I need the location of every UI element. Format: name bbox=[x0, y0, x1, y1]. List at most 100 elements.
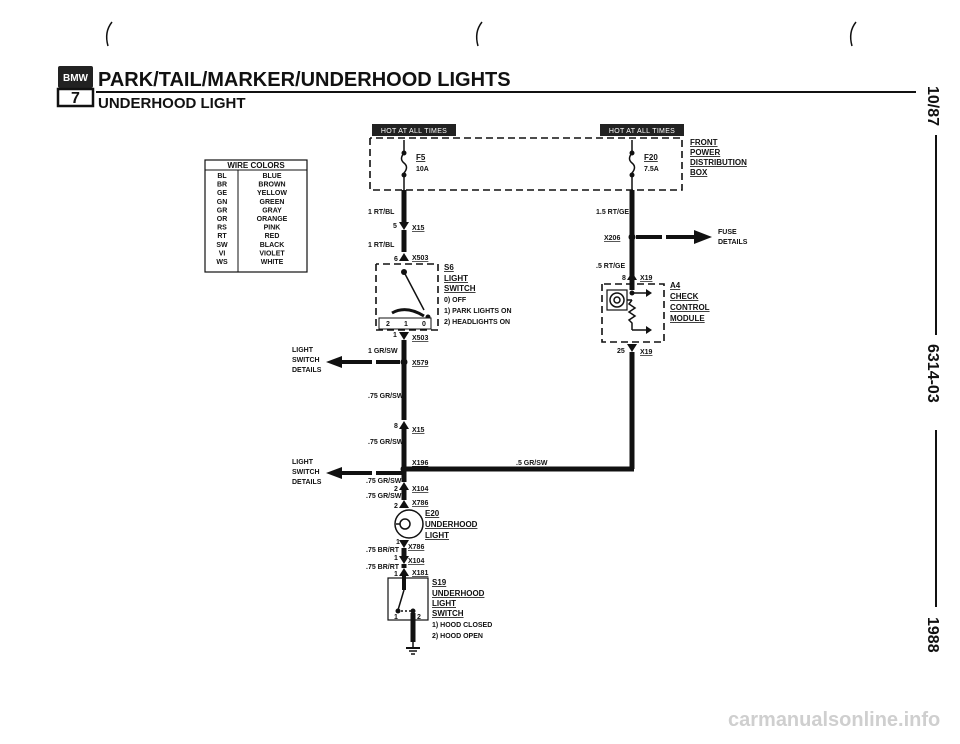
connector-x15-b bbox=[399, 421, 409, 429]
svg-text:2: 2 bbox=[394, 503, 398, 510]
connector-x19-b-label: X19 bbox=[640, 349, 653, 356]
hot-at-all-times-1: HOT AT ALL TIMES bbox=[372, 124, 456, 136]
fuse-f5-rating: 10A bbox=[416, 166, 429, 173]
bmw-logo-text: BMW bbox=[63, 73, 89, 84]
legend-code: VI bbox=[219, 250, 226, 257]
svg-text:1: 1 bbox=[396, 539, 400, 546]
wire-grsw-2: .75 GR/SW bbox=[368, 393, 404, 400]
wire-brrt-1: .75 BR/RT bbox=[366, 547, 400, 554]
arrow-right-icon bbox=[694, 230, 712, 244]
connector-x104-a bbox=[399, 482, 409, 490]
side-margin: 10/87 6314-03 1988 bbox=[924, 86, 941, 653]
details-2-line-1: LIGHT bbox=[292, 459, 314, 466]
module-a4-name-2: CONTROL bbox=[670, 303, 710, 312]
lamp-e20-name-1: UNDERHOOD bbox=[425, 520, 478, 529]
legend-code: OR bbox=[217, 216, 228, 223]
connector-x19-b bbox=[627, 344, 637, 352]
svg-text:1: 1 bbox=[393, 332, 397, 339]
lamp-e20-id: E20 bbox=[425, 509, 440, 518]
connector-x104-b-label: X104 bbox=[408, 558, 424, 565]
hot-at-all-times-2: HOT AT ALL TIMES bbox=[600, 124, 684, 136]
legend-code: BR bbox=[217, 182, 227, 189]
svg-text:HOT AT ALL TIMES: HOT AT ALL TIMES bbox=[381, 128, 447, 135]
light-switch-s6: 2 1 0 S6 LIGHT SWITCH 0) OFF 1) PARK LIG… bbox=[375, 263, 512, 331]
wire-rtge-1: 1.5 RT/GE bbox=[596, 209, 629, 216]
svg-text:5: 5 bbox=[393, 223, 397, 230]
legend-code: GN bbox=[217, 199, 228, 206]
page-title: PARK/TAIL/MARKER/UNDERHOOD LIGHTS bbox=[98, 69, 511, 91]
arrow-left-icon bbox=[326, 356, 342, 368]
switch-s6-pos-2: 2) HEADLIGHTS ON bbox=[444, 319, 510, 326]
distribution-label-3: DISTRIBUTION bbox=[690, 158, 747, 167]
ground-icon bbox=[406, 642, 420, 655]
legend-code: RS bbox=[217, 225, 227, 232]
fuse-f5-id: F5 bbox=[416, 153, 426, 162]
svg-text:6: 6 bbox=[394, 256, 398, 263]
wire-grsw-right: .5 GR/SW bbox=[516, 460, 548, 467]
distribution-label-4: BOX bbox=[690, 168, 708, 177]
connector-x786-a-label: X786 bbox=[412, 500, 428, 507]
series-badge bbox=[56, 87, 95, 108]
wire-rtge-2: .5 RT/GE bbox=[596, 263, 626, 270]
connector-x15-a-label: X15 bbox=[412, 225, 425, 232]
svg-text:1: 1 bbox=[394, 571, 398, 578]
arrow-left-icon-2 bbox=[326, 467, 342, 479]
switch-s19-name-1: UNDERHOOD bbox=[432, 589, 485, 598]
legend-code: SW bbox=[216, 242, 228, 249]
legend-code: RT bbox=[217, 233, 227, 240]
svg-text:2: 2 bbox=[394, 486, 398, 493]
legend-color: RED bbox=[265, 233, 280, 240]
legend-code: BL bbox=[217, 173, 227, 180]
svg-text:2: 2 bbox=[386, 321, 390, 328]
legend-color: YELLOW bbox=[257, 190, 287, 197]
check-control-module-a4: A4 CHECK CONTROL MODULE bbox=[601, 281, 710, 343]
wire-brrt-2: .75 BR/RT bbox=[366, 564, 400, 571]
switch-s19-name-2: LIGHT bbox=[432, 599, 456, 608]
module-lamp-icon bbox=[609, 292, 625, 308]
legend-header: WIRE COLORS bbox=[227, 161, 285, 170]
lamp-icon bbox=[394, 509, 424, 539]
legend-color: VIOLET bbox=[259, 250, 285, 257]
legend-color: ORANGE bbox=[257, 216, 288, 223]
legend-color: BLUE bbox=[262, 173, 281, 180]
page-subtitle: UNDERHOOD LIGHT bbox=[98, 95, 246, 112]
header: BMW 7 PARK/TAIL/MARKER/UNDERHOOD LIGHTS … bbox=[56, 66, 916, 112]
module-a4-name-3: MODULE bbox=[670, 314, 705, 323]
legend-code: WS bbox=[216, 259, 228, 266]
connector-x206-label: X206 bbox=[604, 235, 620, 242]
fuse-f20-icon bbox=[628, 140, 636, 190]
wire-grsw-4: .75 GR/SW bbox=[366, 478, 402, 485]
svg-text:8: 8 bbox=[622, 275, 626, 282]
switch-s6-pos-0: 0) OFF bbox=[444, 297, 467, 304]
switch-s19-name-3: SWITCH bbox=[432, 609, 464, 618]
scan-marks bbox=[105, 21, 857, 47]
connector-x786-b-label: X786 bbox=[408, 544, 424, 551]
fuse-f5-icon bbox=[400, 140, 408, 190]
fuse-details-1: FUSE bbox=[718, 229, 737, 236]
svg-text:2: 2 bbox=[417, 614, 421, 621]
power-distribution-box: HOT AT ALL TIMES HOT AT ALL TIMES F5 10A… bbox=[369, 124, 747, 191]
details-2-line-3: DETAILS bbox=[292, 479, 322, 486]
connector-x786-a bbox=[399, 500, 409, 508]
distribution-label-2: POWER bbox=[690, 148, 720, 157]
underhood-switch-s19: 1 2 S19 UNDERHOOD LIGHT SWITCH 1) HOOD C… bbox=[387, 576, 492, 640]
connector-x786-b bbox=[399, 540, 409, 548]
legend-code: GR bbox=[217, 207, 228, 214]
details-1-line-2: SWITCH bbox=[292, 357, 320, 364]
connector-x579-label: X579 bbox=[412, 360, 428, 367]
svg-text:1: 1 bbox=[404, 321, 408, 328]
side-date: 10/87 bbox=[924, 86, 941, 126]
connector-x181-label: X181 bbox=[412, 570, 428, 577]
lamp-e20-name-2: LIGHT bbox=[425, 531, 449, 540]
connector-x19-a-label: X19 bbox=[640, 275, 653, 282]
fuse-f20-rating: 7.5A bbox=[644, 166, 659, 173]
distribution-label-1: FRONT bbox=[690, 138, 718, 147]
connector-x19-a bbox=[627, 272, 637, 280]
svg-text:HOT AT ALL TIMES: HOT AT ALL TIMES bbox=[609, 128, 675, 135]
underhood-light-e20: E20 UNDERHOOD LIGHT bbox=[394, 509, 478, 540]
right-circuit: 1.5 RT/GE X206 FUSE DETAILS .5 RT/GE 8 X… bbox=[404, 190, 748, 472]
watermark: carmanualsonline.info bbox=[728, 709, 940, 731]
bmw-logo bbox=[58, 66, 93, 88]
